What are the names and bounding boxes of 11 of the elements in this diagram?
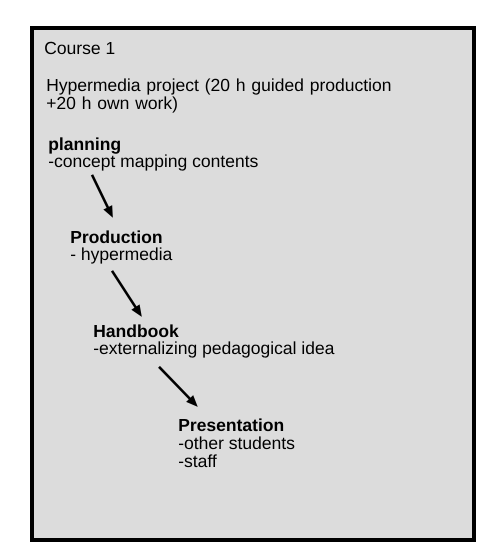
step-description: -concept mapping contents	[48, 154, 258, 171]
project-description: Hypermedia project (20 h guided production +20 h own work)	[47, 78, 390, 113]
step-description: -other students	[178, 436, 294, 450]
step-title: Handbook	[94, 324, 179, 338]
panel-heading: Course 1	[45, 42, 114, 54]
step-title: Presentation	[179, 418, 284, 432]
step-title: planning	[49, 137, 120, 154]
step-description: -staff	[178, 454, 217, 468]
step-title: Production	[71, 230, 162, 244]
step-description: - hypermedia	[70, 247, 172, 264]
step-description: -externalizing pedagogical idea	[94, 341, 334, 358]
